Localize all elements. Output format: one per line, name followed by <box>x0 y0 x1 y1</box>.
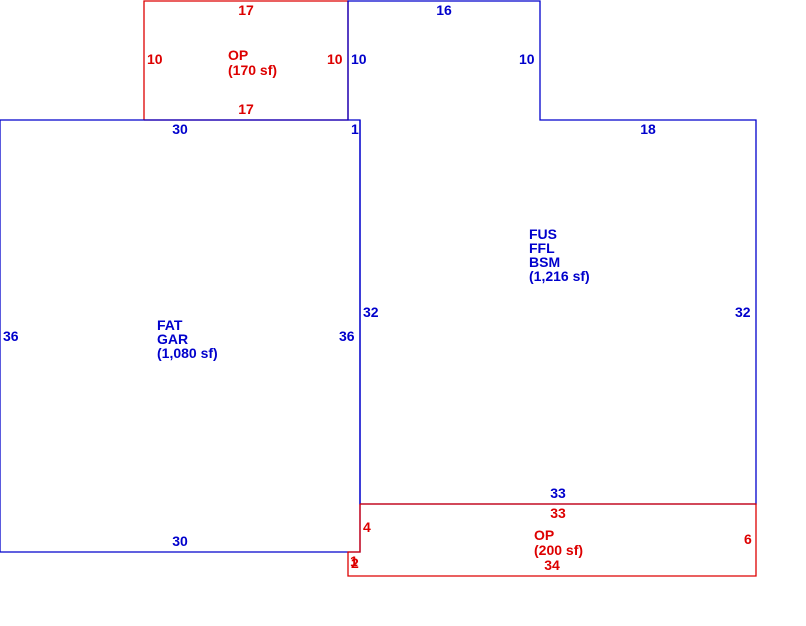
op-bottom-dim-top: 33 <box>550 505 566 521</box>
op-bottom-dim-bottom: 34 <box>544 557 560 573</box>
fus-area: (1,216 sf) <box>529 268 590 284</box>
fat-gar-label-2: GAR <box>157 331 188 347</box>
fus-dim-bottom: 33 <box>550 485 566 501</box>
fus-label-2: FFL <box>529 240 555 256</box>
fat-gar-area: (1,080 sf) <box>157 345 218 361</box>
op-top-dim-bottom: 17 <box>238 101 254 117</box>
op-bottom-dim-right: 6 <box>744 531 752 547</box>
op-top-dim-right: 10 <box>327 51 343 67</box>
fus-label-1: FUS <box>529 226 557 242</box>
op-bottom-dim-left: 4 <box>363 519 371 535</box>
op-top-label: OP <box>228 47 248 63</box>
fus-dim-notch-left: 10 <box>351 51 367 67</box>
fat-gar-dim-left: 36 <box>3 328 19 344</box>
area-op-bottom[interactable]: 33 4 6 34 1 2 OP (200 sf) <box>347 503 757 577</box>
fat-gar-dim-top: 30 <box>172 121 188 137</box>
area-fus-ffl-bsm[interactable]: 16 10 10 18 1 32 32 33 FUS FFL BSM (1,21… <box>347 0 757 505</box>
fus-dim-right: 32 <box>735 304 751 320</box>
fus-label-3: BSM <box>529 254 560 270</box>
area-fat-gar[interactable]: 30 36 36 30 FAT GAR (1,080 sf) <box>0 119 361 553</box>
op-top-area: (170 sf) <box>228 62 277 78</box>
fat-gar-dim-right: 36 <box>339 328 355 344</box>
fus-dim-top-right: 18 <box>640 121 656 137</box>
op-bottom-area: (200 sf) <box>534 542 583 558</box>
op-bottom-outline <box>347 503 757 577</box>
op-bottom-label: OP <box>534 527 554 543</box>
op-bottom-dim-step-a: 1 <box>350 553 358 569</box>
fus-dim-left: 32 <box>363 304 379 320</box>
op-top-dim-top: 17 <box>238 2 254 18</box>
fat-gar-dim-bottom: 30 <box>172 533 188 549</box>
fus-dim-notch-right: 10 <box>519 51 535 67</box>
fat-gar-label-1: FAT <box>157 317 183 333</box>
op-top-dim-left: 10 <box>147 51 163 67</box>
fus-dim-short-segment: 1 <box>351 121 359 137</box>
fus-dim-top-left: 16 <box>436 2 452 18</box>
area-op-top[interactable]: 17 10 10 17 OP (170 sf) <box>143 0 349 121</box>
op-bottom-dim-step-b: 2 <box>351 555 359 571</box>
